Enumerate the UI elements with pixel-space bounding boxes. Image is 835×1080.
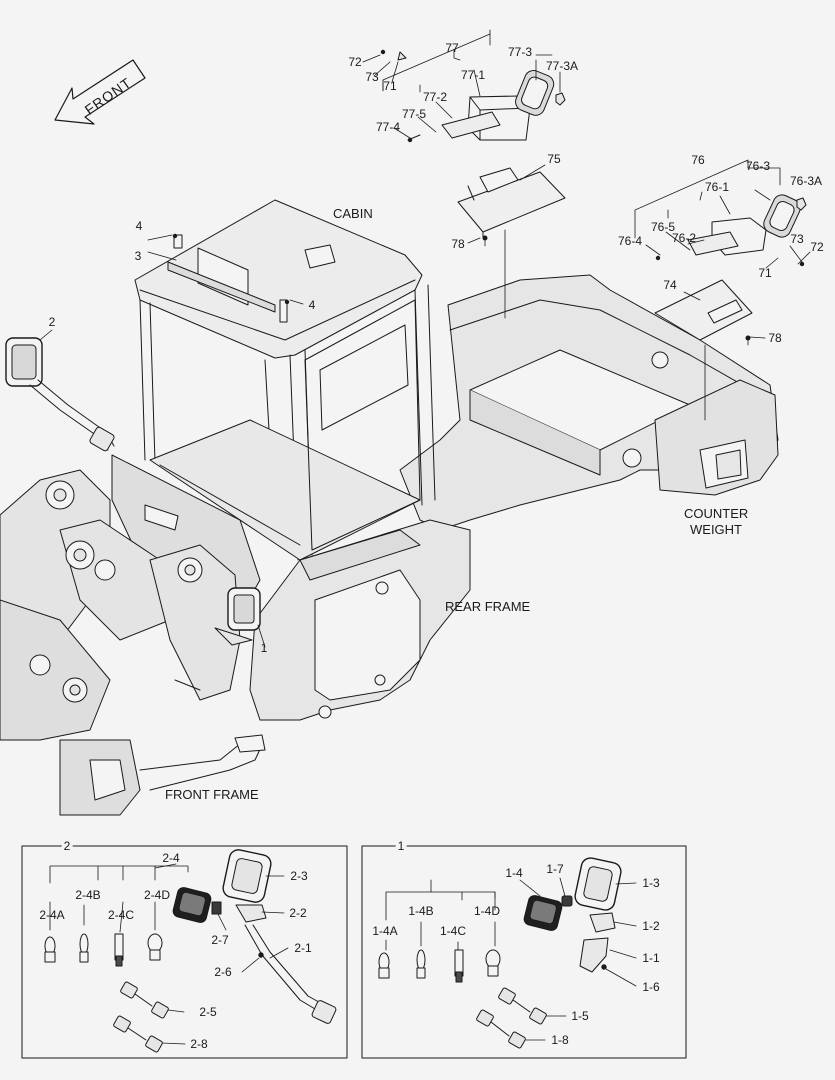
detail-right-parts (378, 857, 637, 1049)
callout-2-1: 2-1 (294, 941, 312, 955)
leader-lines (39, 29, 811, 648)
mirror-assembly-2 (5, 337, 115, 452)
detail-right-title: 1 (395, 839, 407, 853)
callout-1-4C: 1-4C (439, 924, 467, 938)
callout-1-4A: 1-4A (372, 924, 398, 938)
callout-72: 72 (348, 55, 362, 69)
counter-weight-label-line1: COUNTER (684, 506, 749, 521)
callout-1-4: 1-4 (505, 866, 523, 880)
callout-78-lower: 78 (768, 331, 782, 345)
callout-1-1: 1-1 (642, 951, 660, 965)
callout-1: 1 (260, 641, 268, 655)
callout-1-8: 1-8 (551, 1033, 569, 1047)
rear-light-76 (654, 194, 807, 341)
counter-weight-label-line2: WEIGHT (690, 522, 742, 537)
callout-77: 77 (445, 41, 459, 55)
callout-1-7: 1-7 (546, 862, 564, 876)
detail-left-parts (44, 849, 337, 1053)
callout-1-5: 1-5 (571, 1009, 589, 1023)
callout-2-3: 2-3 (290, 869, 308, 883)
callout-75: 75 (547, 152, 561, 166)
callout-4-lower: 4 (308, 298, 316, 312)
callout-77-4: 77-4 (375, 120, 401, 134)
callout-77-2: 77-2 (422, 90, 448, 104)
callout-76-4: 76-4 (617, 234, 643, 248)
callout-2-4: 2-4 (162, 851, 180, 865)
callout-1-4D: 1-4D (473, 904, 501, 918)
callout-2-4A: 2-4A (39, 908, 65, 922)
callout-78-upper: 78 (451, 237, 465, 251)
callout-2-2: 2-2 (289, 906, 307, 920)
front-frame-drawing (0, 469, 266, 816)
detail-box-left (21, 845, 348, 1059)
callout-4-upper: 4 (135, 219, 143, 233)
callout-1-6: 1-6 (642, 980, 660, 994)
callout-76-3: 76-3 (745, 159, 771, 173)
callout-2-5: 2-5 (199, 1005, 217, 1019)
callout-73: 73 (365, 70, 379, 84)
callout-2-4B: 2-4B (75, 888, 101, 902)
fastener-dots (172, 49, 805, 341)
callout-2-8: 2-8 (190, 1037, 208, 1051)
callout-76-3A: 76-3A (789, 174, 823, 188)
detail-box-right (361, 845, 687, 1059)
callout-71: 71 (383, 79, 397, 93)
cabin-drawing (111, 199, 436, 616)
callout-3: 3 (134, 249, 142, 263)
callout-72-right: 72 (810, 240, 824, 254)
rear-frame-label: REAR FRAME (445, 599, 531, 614)
callout-76-1: 76-1 (704, 180, 730, 194)
callout-1-3: 1-3 (642, 876, 660, 890)
front-arrow-icon (54, 59, 146, 125)
callout-77-3: 77-3 (507, 45, 533, 59)
callout-2-7: 2-7 (211, 933, 229, 947)
callout-76: 76 (691, 153, 705, 167)
callout-2-4C: 2-4C (107, 908, 135, 922)
callout-74: 74 (663, 278, 677, 292)
cabin-label: CABIN (333, 206, 373, 221)
callout-2-6: 2-6 (214, 965, 232, 979)
detail-left-title: 2 (61, 839, 73, 853)
callout-73-right: 73 (790, 232, 804, 246)
front-frame-label: FRONT FRAME (165, 787, 259, 802)
callout-1-4B: 1-4B (408, 904, 434, 918)
callout-71-right: 71 (758, 266, 772, 280)
callout-77-3A: 77-3A (545, 59, 579, 73)
callout-77-5: 77-5 (401, 107, 427, 121)
rear-light-77 (397, 51, 566, 239)
callout-2-4D: 2-4D (143, 888, 171, 902)
callout-77-1: 77-1 (460, 68, 486, 82)
mirror-assembly-1 (214, 587, 261, 646)
callout-76-5: 76-5 (650, 220, 676, 234)
callout-1-2: 1-2 (642, 919, 660, 933)
callout-76-2: 76-2 (671, 231, 697, 245)
callout-2: 2 (48, 315, 56, 329)
